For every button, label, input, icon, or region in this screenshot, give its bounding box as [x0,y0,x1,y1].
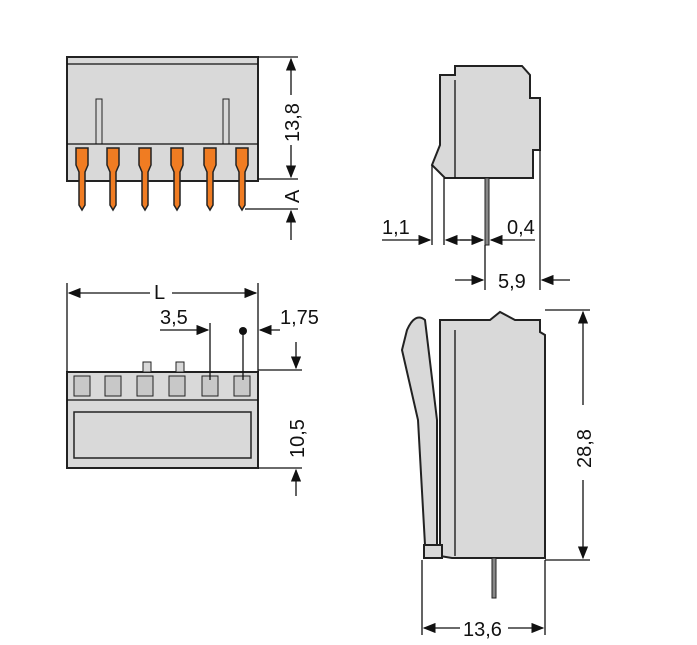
side-view: 1,1 0,4 5,9 [382,65,570,293]
pin [138,147,152,212]
dim-top-height: 10,5 [287,419,309,458]
wire-entry-slot [168,375,186,397]
pin [106,147,120,212]
pin [203,147,217,212]
pin [170,147,184,212]
dim-depth: 13,6 [463,619,502,641]
pin [235,147,249,212]
wire-entry-slot [233,375,251,397]
dim-pin-thickness: 0,4 [507,217,535,239]
full-side-view: 28,8 13,6 [400,309,596,641]
dim-side-offset: 1,1 [382,217,410,239]
dim-total-height: 28,8 [574,429,596,468]
wire-entry-slot [73,375,91,397]
front-view: 13,8 A [66,56,304,240]
dim-pitch: 3,5 [160,307,188,329]
dim-edge-offset: 1,75 [280,307,319,329]
pin [75,147,89,212]
top-view: L 3,5 1,75 10,5 [66,282,319,496]
wire-entry-slot [104,375,122,397]
wire-entry-slot [136,375,154,397]
dim-length: L [154,282,165,304]
dim-pin-length: A [282,189,304,203]
dim-side-pin-pos: 5,9 [498,271,526,293]
dim-front-height: 13,8 [282,103,304,142]
